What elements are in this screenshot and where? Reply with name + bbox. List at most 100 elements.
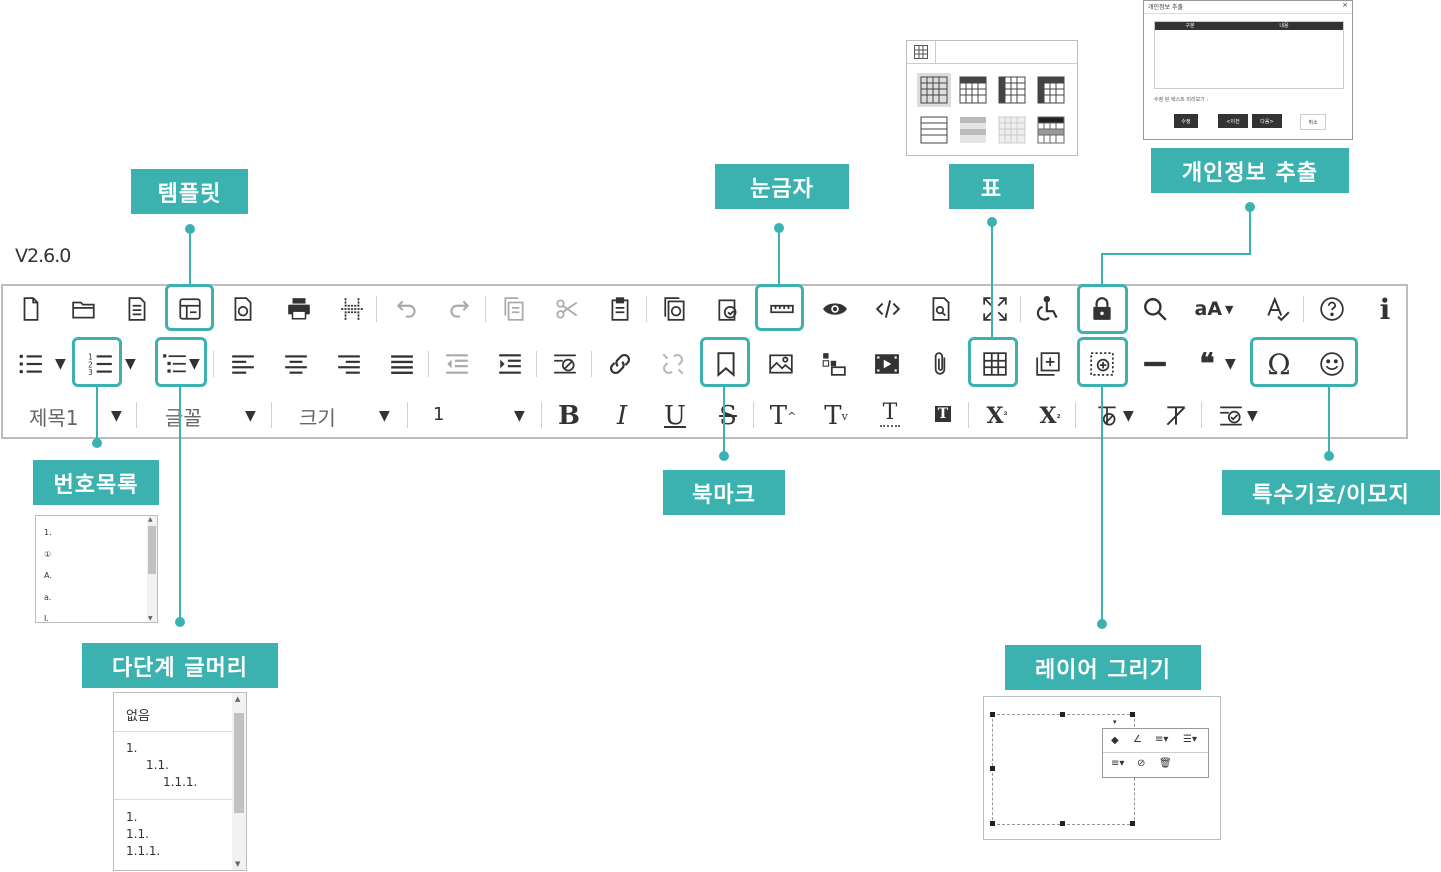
lock-icon[interactable] <box>1086 293 1118 325</box>
align-right-icon[interactable] <box>333 348 365 380</box>
table-icon[interactable] <box>979 348 1011 380</box>
outdent-icon[interactable] <box>441 348 473 380</box>
line-color-icon[interactable]: ∠ <box>1133 734 1142 745</box>
special-character-icon[interactable]: Ω <box>1267 347 1291 381</box>
table-style-4[interactable] <box>1034 73 1068 107</box>
line-style-icon[interactable]: ≡▾ <box>1155 734 1169 745</box>
open-folder-icon[interactable] <box>68 293 100 325</box>
multilevel-list-icon[interactable] <box>159 348 191 380</box>
emoji-icon[interactable] <box>1316 348 1348 380</box>
format-check-dropdown-icon[interactable]: ▼ <box>1247 408 1258 424</box>
privacy-edit-button[interactable]: 수정 <box>1174 114 1198 128</box>
new-document-icon[interactable] <box>15 293 47 325</box>
ruler-icon[interactable] <box>766 293 798 325</box>
cut-icon[interactable] <box>551 293 583 325</box>
remove-format-icon[interactable] <box>1160 400 1192 432</box>
close-icon[interactable]: × <box>1342 1 1348 9</box>
line-height-dropdown-icon[interactable]: ▼ <box>514 408 525 424</box>
undo-icon[interactable] <box>391 293 423 325</box>
text-align-icon[interactable]: ≡▾ <box>1111 758 1125 769</box>
bookmark-icon[interactable] <box>710 348 742 380</box>
table-style-5[interactable] <box>917 113 951 147</box>
format-check-icon[interactable] <box>1215 400 1247 432</box>
numbered-list-scrollbar[interactable]: ▲ ▼ <box>147 516 157 622</box>
align-left-icon[interactable] <box>227 348 259 380</box>
video-icon[interactable] <box>871 348 903 380</box>
font-select-value[interactable]: 글꼴 <box>165 406 202 430</box>
privacy-cancel-button[interactable]: 취소 <box>1300 114 1326 130</box>
source-code-icon[interactable] <box>872 293 904 325</box>
font-case-icon[interactable]: aA▼ <box>1194 298 1234 320</box>
align-center-icon[interactable] <box>280 348 312 380</box>
clear-style-dropdown-icon[interactable]: ▼ <box>1123 408 1134 424</box>
image-gallery-icon[interactable] <box>818 348 850 380</box>
italic-icon[interactable]: I <box>616 401 628 431</box>
no-fill-icon[interactable]: ⊘ <box>1137 758 1146 769</box>
paste-icon[interactable] <box>604 293 636 325</box>
size-dropdown-icon[interactable]: ▼ <box>379 408 390 424</box>
multilevel-option-none[interactable]: 없음 <box>114 693 232 732</box>
paste-format-icon[interactable] <box>659 293 691 325</box>
blockquote-dropdown-icon[interactable]: ▼ <box>1225 356 1236 372</box>
line-dash-icon[interactable]: ☰▾ <box>1183 734 1197 745</box>
blockquote-icon[interactable]: ❝ <box>1199 347 1215 380</box>
doc-history-icon[interactable] <box>227 293 259 325</box>
heading-dropdown-icon[interactable]: ▼ <box>111 408 122 424</box>
list-item[interactable]: 1. <box>44 528 52 537</box>
link-icon[interactable] <box>604 348 636 380</box>
multilevel-option-2[interactable]: 1. 1.1. 1.1.1. <box>114 800 232 870</box>
multilevel-scrollbar[interactable]: ▲ ▼ <box>232 693 246 870</box>
align-justify-icon[interactable] <box>386 348 418 380</box>
attachment-icon[interactable] <box>924 348 956 380</box>
redo-icon[interactable] <box>443 293 475 325</box>
list-item[interactable]: a. <box>44 592 52 602</box>
print-icon[interactable] <box>283 293 315 325</box>
preview-icon[interactable] <box>819 293 851 325</box>
indent-icon[interactable] <box>494 348 526 380</box>
heading-select-value[interactable]: 제목1 <box>29 406 79 430</box>
list-item[interactable]: ① <box>44 549 52 559</box>
help-icon[interactable] <box>1316 293 1348 325</box>
table-style-7[interactable] <box>995 113 1029 147</box>
copy-icon[interactable] <box>498 293 530 325</box>
insert-block-icon[interactable] <box>1032 348 1064 380</box>
strikethrough-icon[interactable]: S <box>719 401 737 431</box>
underline-icon[interactable]: U <box>664 401 686 431</box>
table-style-3[interactable] <box>995 73 1029 107</box>
layer-draw-icon[interactable] <box>1086 348 1118 380</box>
numbered-list-dropdown-icon[interactable]: ▼ <box>125 356 136 372</box>
background-color-icon[interactable]: T <box>927 398 959 430</box>
bold-icon[interactable]: B <box>558 401 580 431</box>
horizontal-rule-icon[interactable] <box>1139 348 1171 380</box>
spell-icon[interactable] <box>1262 293 1294 325</box>
image-icon[interactable] <box>765 348 797 380</box>
list-item[interactable]: A. <box>44 571 52 580</box>
fill-color-icon[interactable]: ◆ <box>1111 735 1119 746</box>
table-style-1[interactable] <box>917 73 951 107</box>
format-painter-icon[interactable] <box>549 348 581 380</box>
unlink-icon[interactable] <box>657 348 689 380</box>
page-break-icon[interactable] <box>336 293 368 325</box>
search-icon[interactable] <box>1139 293 1171 325</box>
size-select-value[interactable]: 크기 <box>299 406 336 430</box>
template-icon[interactable] <box>174 293 206 325</box>
table-style-8[interactable] <box>1034 113 1068 147</box>
font-size-increase-icon[interactable]: T^ <box>769 401 797 431</box>
privacy-prev-button[interactable]: <이전 <box>1218 114 1248 128</box>
line-height-select-value[interactable]: 1 <box>433 404 445 425</box>
multilevel-list-dropdown-icon[interactable]: ▼ <box>189 356 200 372</box>
multilevel-option-1[interactable]: 1. 1.1. 1.1.1. <box>114 732 232 800</box>
table-style-6[interactable] <box>956 113 990 147</box>
bullet-list-dropdown-icon[interactable]: ▼ <box>55 356 66 372</box>
info-icon[interactable]: i <box>1379 292 1391 326</box>
fullscreen-icon[interactable] <box>979 293 1011 325</box>
find-page-icon[interactable] <box>925 293 957 325</box>
privacy-next-button[interactable]: 다음> <box>1252 114 1282 128</box>
accessibility-icon[interactable] <box>1033 293 1065 325</box>
table-style-2[interactable] <box>956 73 990 107</box>
delete-icon[interactable]: 🗑 <box>1159 758 1172 769</box>
